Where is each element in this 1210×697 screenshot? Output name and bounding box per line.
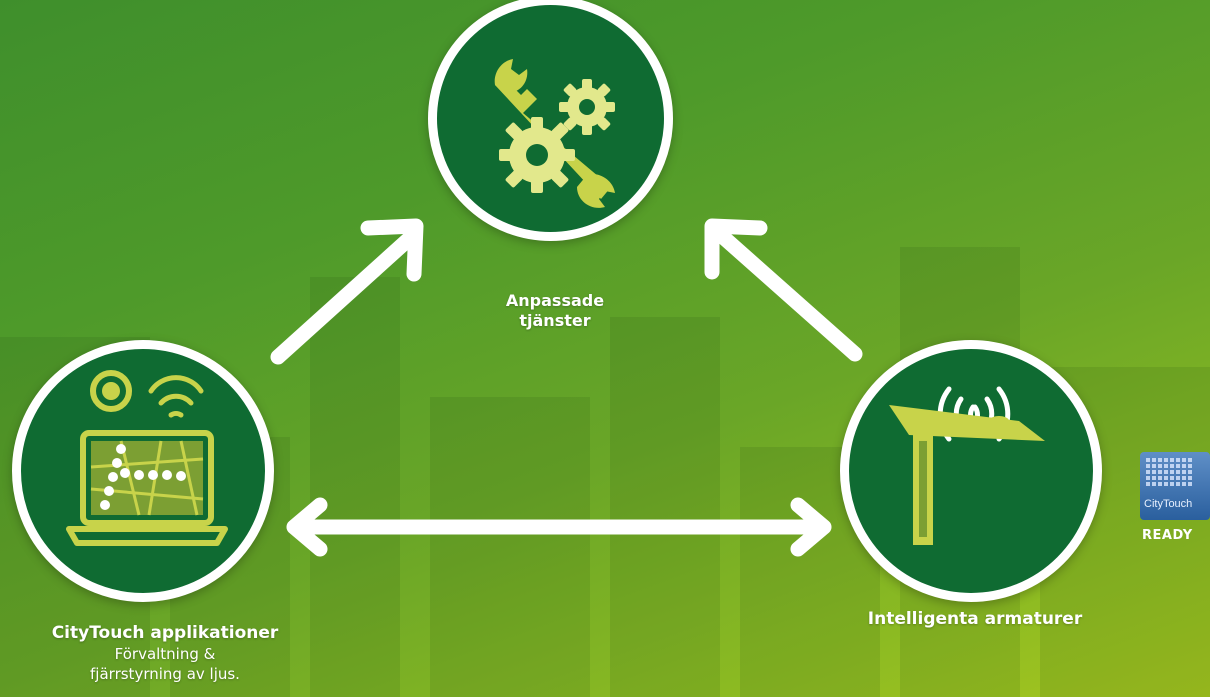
grid-icon [1146, 458, 1192, 486]
applications-node [12, 340, 274, 602]
applications-subtitle-2: fjärrstyrning av ljus. [90, 665, 240, 683]
arrow-applications-luminaires [286, 497, 832, 557]
ready-label: READY [1142, 528, 1193, 543]
laptop-map-icon [66, 370, 228, 546]
luminaires-node [840, 340, 1102, 602]
services-node [428, 0, 673, 241]
services-title: Anpassade tjänster [505, 291, 605, 330]
citytouch-logo-text: CityTouch [1144, 498, 1193, 510]
wrench-gears-icon [494, 59, 615, 208]
applications-title: CityTouch applikationer [51, 623, 279, 643]
arrow-luminaires-to-services [704, 218, 863, 362]
luminaires-title: Intelligenta armaturer [867, 609, 1083, 629]
citytouch-ready-badge: CityTouch READY [1140, 452, 1210, 543]
arrow-applications-to-services [270, 218, 424, 365]
citytouch-logo: CityTouch [1140, 452, 1210, 520]
applications-label: CityTouch applikationer Förvaltning & fj… [20, 622, 310, 684]
applications-subtitle: Förvaltning & [114, 645, 216, 663]
streetlight-signal-icon [889, 386, 1045, 545]
